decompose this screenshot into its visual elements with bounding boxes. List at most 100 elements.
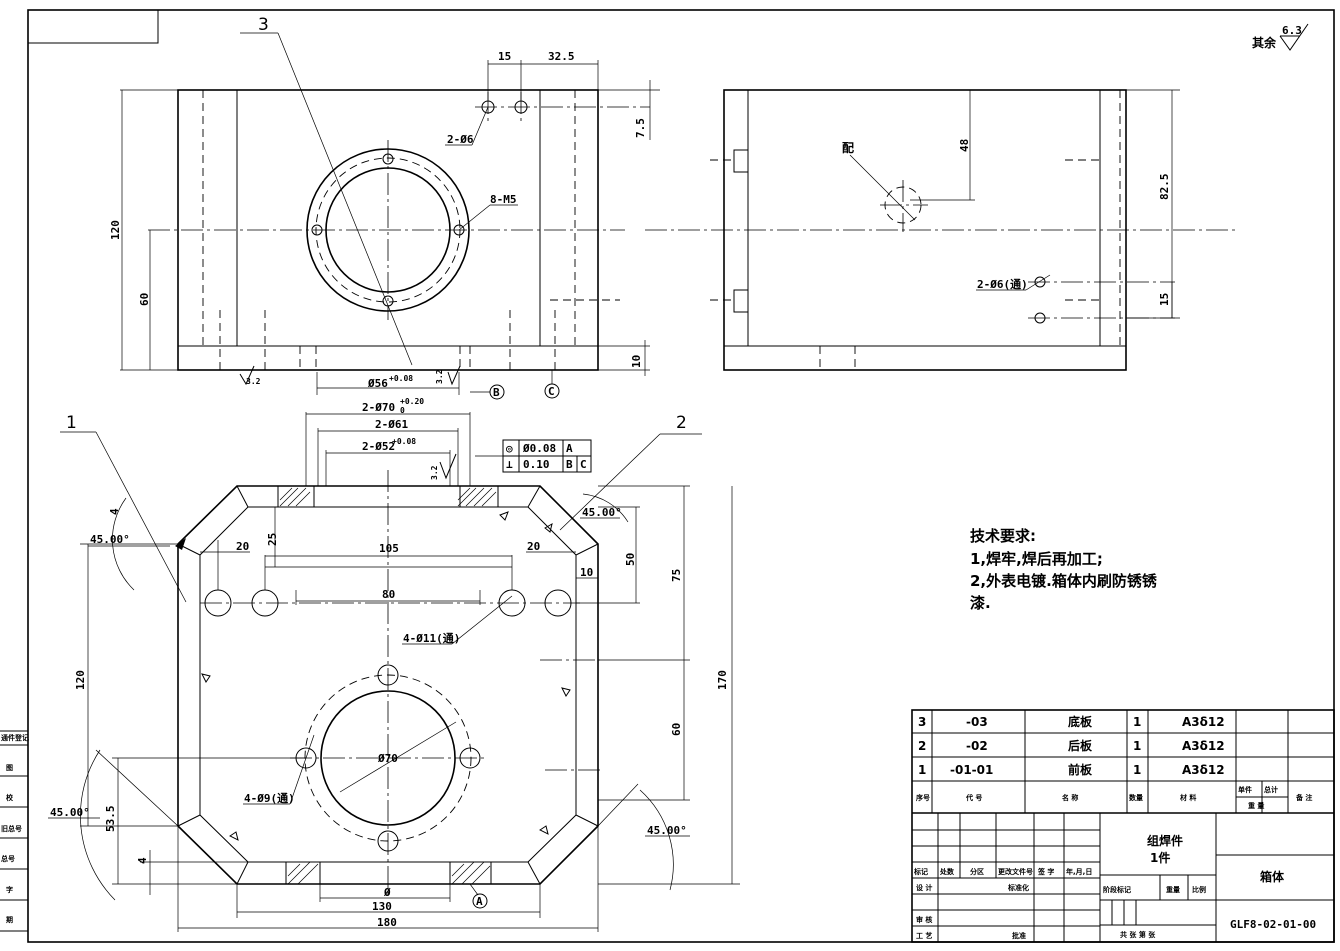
bom-material: A3δ12 bbox=[1182, 763, 1225, 777]
bom-qty: 1 bbox=[1133, 739, 1141, 753]
strip-label: 总号 bbox=[1, 854, 15, 863]
dim-label: 60 bbox=[138, 293, 151, 306]
tb-label: 标准化 bbox=[1007, 883, 1029, 892]
bill-of-materials: 3 -03 底板 1 A3δ12 2 -02 后板 1 A3δ12 1 -01-… bbox=[911, 709, 1335, 943]
tolerance: +0.08 bbox=[392, 437, 416, 446]
angle-label: 45.00° bbox=[582, 506, 622, 519]
dim-label: 50 bbox=[624, 553, 637, 566]
strip-label: 通件登记 bbox=[1, 733, 29, 742]
tech-title: 技术要求: bbox=[970, 527, 1036, 545]
tol-symbol: ⊥ bbox=[506, 458, 513, 471]
dim-label: 4 bbox=[136, 857, 149, 864]
dim-label: 15 bbox=[1158, 293, 1171, 306]
bom-header: 代 号 bbox=[965, 793, 982, 802]
dim-label: 2-Ø70 bbox=[362, 401, 395, 414]
tol-value: 0.10 bbox=[523, 458, 550, 471]
bom-header: 单件 bbox=[1238, 785, 1252, 794]
dim-label: 7.5 bbox=[634, 118, 647, 138]
dim-label: 20 bbox=[527, 540, 540, 553]
bom-no: 1 bbox=[918, 763, 926, 777]
tol-value: Ø0.08 bbox=[522, 442, 556, 455]
datum-b: B bbox=[493, 386, 500, 399]
balloon-2: 2 bbox=[559, 413, 702, 531]
dim-label: 25 bbox=[266, 533, 279, 546]
dim-label: 10 bbox=[630, 355, 643, 368]
dim-label: 120 bbox=[109, 220, 122, 240]
front-view-dimensions: 15 32.5 7.5 120 60 10 2-Ø6 8-M5 Ø56 +0.0… bbox=[109, 50, 660, 400]
title-block: 标记 处数 分区 更改文件号 签 字 年,月,日 设 计 标准化 阶段标记 重量… bbox=[912, 813, 1334, 942]
general-roughness-note: 其余 6.3 bbox=[1252, 23, 1309, 51]
roughness-label: 其余 bbox=[1252, 35, 1277, 50]
strip-label: 图 bbox=[6, 763, 13, 772]
balloon-number: 2 bbox=[676, 413, 687, 433]
tb-label: 比例 bbox=[1192, 885, 1206, 894]
side-view bbox=[645, 89, 1235, 371]
bom-qty: 1 bbox=[1133, 715, 1141, 729]
bom-no: 2 bbox=[918, 739, 926, 753]
bom-header: 重 量 bbox=[1248, 801, 1264, 810]
callout: 4-Ø11(通) bbox=[403, 632, 460, 645]
callout: 2-Ø6 bbox=[447, 133, 474, 146]
tb-label: 工 艺 bbox=[916, 931, 932, 940]
tb-label: 标记 bbox=[913, 867, 928, 876]
bom-header: 材 料 bbox=[1179, 793, 1196, 802]
callout: 8-M5 bbox=[490, 193, 517, 206]
dim-label: 75 bbox=[670, 569, 683, 582]
assembly-count: 1件 bbox=[1150, 850, 1170, 865]
tech-line: 2,外表电镀.箱体内刷防锈锈 bbox=[970, 572, 1157, 590]
dim-label: 80 bbox=[382, 588, 395, 601]
callout: Ø56 bbox=[367, 377, 388, 390]
bom-header: 总计 bbox=[1264, 785, 1278, 794]
callout: 4-Ø9(通) bbox=[244, 792, 295, 805]
dim-label: 48 bbox=[958, 139, 971, 152]
dim-label: 15 bbox=[498, 50, 511, 63]
tol-datum: C bbox=[580, 458, 587, 471]
dim-label: Ø bbox=[383, 886, 391, 899]
bom-name: 前板 bbox=[1068, 762, 1093, 777]
dim-label: 130 bbox=[372, 900, 392, 913]
angle-label: 45.00° bbox=[50, 806, 90, 819]
tb-label: 批准 bbox=[1012, 931, 1026, 940]
bom-code: -03 bbox=[966, 715, 988, 729]
dim-label: 32.5 bbox=[548, 50, 575, 63]
bom-material: A3δ12 bbox=[1182, 715, 1225, 729]
bom-no: 3 bbox=[918, 715, 926, 729]
tb-label: 年,月,日 bbox=[1066, 867, 1092, 876]
dim-label: 120 bbox=[74, 670, 87, 690]
assembly-type: 组焊件 bbox=[1147, 833, 1183, 848]
corner-box bbox=[27, 9, 159, 44]
strip-label: 旧总号 bbox=[1, 824, 22, 833]
tb-label: 签 字 bbox=[1037, 867, 1054, 876]
tolerance: 0 bbox=[400, 406, 405, 415]
strip-label: 字 bbox=[6, 885, 13, 894]
tb-label: 设 计 bbox=[916, 883, 932, 892]
callout: 2-Ø6(通) bbox=[977, 278, 1028, 291]
balloon-1: 1 bbox=[60, 413, 187, 603]
balloon-number: 1 bbox=[66, 413, 77, 433]
strip-label: 校 bbox=[6, 793, 14, 802]
roughness-mark: 3.2 bbox=[430, 465, 439, 480]
drawing-number: GLF8-02-01-00 bbox=[1230, 918, 1316, 931]
angle-label: 45.00° bbox=[647, 824, 687, 837]
dim-label: 180 bbox=[377, 916, 397, 929]
roughness-mark: 3.2 bbox=[246, 377, 261, 386]
dim-label: 60 bbox=[670, 723, 683, 736]
datum-c: C bbox=[548, 385, 555, 398]
tb-label: 审 核 bbox=[916, 915, 932, 924]
dim-label: 2-Ø61 bbox=[375, 418, 408, 431]
dim-label: Ø70 bbox=[377, 752, 398, 765]
angle-label: 45.00° bbox=[90, 533, 130, 546]
dim-label: 82.5 bbox=[1158, 174, 1171, 201]
datum-a: A bbox=[476, 895, 483, 908]
top-view-dimensions: 2-Ø70 +0.20 0 2-Ø61 2-Ø52 +0.08 3.2 ◎ Ø0… bbox=[48, 397, 740, 932]
bom-name: 后板 bbox=[1068, 738, 1093, 753]
balloon-3: 3 bbox=[240, 15, 413, 366]
strip-label: 期 bbox=[6, 915, 13, 924]
bom-header: 备 注 bbox=[1295, 793, 1312, 802]
hatching bbox=[279, 487, 497, 885]
roughness-value: 6.3 bbox=[1282, 24, 1302, 37]
dim-label: 53.5 bbox=[104, 806, 117, 833]
tech-line: 1,焊牢,焊后再加工; bbox=[970, 550, 1103, 568]
mating-note: 配 bbox=[842, 140, 854, 155]
